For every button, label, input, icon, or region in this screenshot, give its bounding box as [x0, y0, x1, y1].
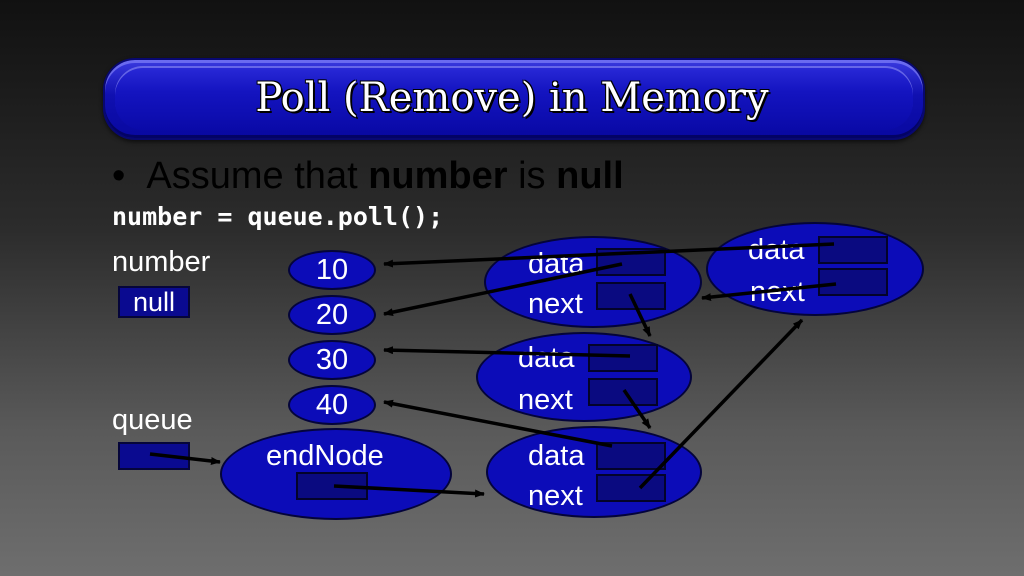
- number-variable-box: null: [118, 286, 190, 318]
- arrow-endnode-to-node3: [333, 484, 485, 498]
- node2-next-label: next: [518, 384, 573, 416]
- bullet-line: • Assume that number is null: [112, 154, 624, 198]
- bullet-bold-null: null: [556, 155, 624, 197]
- value-40: 40: [315, 389, 349, 421]
- value-ellipse-40: [288, 385, 376, 425]
- node3-next-field: [596, 474, 666, 502]
- arrow-node2-data-to-30: [383, 346, 631, 358]
- arrow-node3-data-to-40: [383, 399, 613, 448]
- node2-next-field: [588, 378, 658, 406]
- value-20: 20: [315, 299, 349, 331]
- value-10: 10: [315, 254, 349, 286]
- bullet-middle: is: [507, 155, 557, 197]
- number-label: number: [112, 246, 211, 278]
- arrow-node1-next-to-node2: [628, 293, 652, 337]
- node4-data-label: data: [748, 234, 805, 266]
- value-ellipse-20: [288, 295, 376, 335]
- node4-next-field: [818, 268, 888, 296]
- code-statement: number = queue.poll();: [112, 202, 444, 231]
- value-ellipse-10: [288, 250, 376, 290]
- node1-next-field: [596, 282, 666, 310]
- arrow-node4-data-to-10: [383, 242, 835, 268]
- end-node-label: endNode: [266, 440, 384, 472]
- number-value: null: [132, 287, 176, 317]
- node2-data-label: data: [518, 342, 575, 374]
- queue-label: queue: [112, 404, 193, 436]
- node3-data-label: data: [528, 440, 585, 472]
- title-banner-inner: [115, 66, 913, 130]
- arrow-node1-data-to-20: [383, 262, 623, 317]
- bullet-bold-number: number: [368, 155, 508, 197]
- slide-title: Poll (Remove) in Memory: [255, 75, 769, 121]
- bullet-prefix: Assume that: [146, 155, 369, 197]
- node3-next-label: next: [528, 480, 583, 512]
- bullet-dot: •: [112, 155, 147, 197]
- arrow-node2-next-to-node3: [622, 389, 652, 429]
- node4-data-field: [818, 236, 888, 264]
- arrow-node4-next-to-node1: [701, 282, 837, 302]
- arrow-queue-to-endnode: [149, 452, 221, 465]
- title-banner: [103, 58, 925, 140]
- value-ellipse-30: [288, 340, 376, 380]
- arrow-node3-next-to-node4: [638, 318, 804, 490]
- node2-data-field: [588, 344, 658, 372]
- value-30: 30: [315, 344, 349, 376]
- node1-next-label: next: [528, 288, 583, 320]
